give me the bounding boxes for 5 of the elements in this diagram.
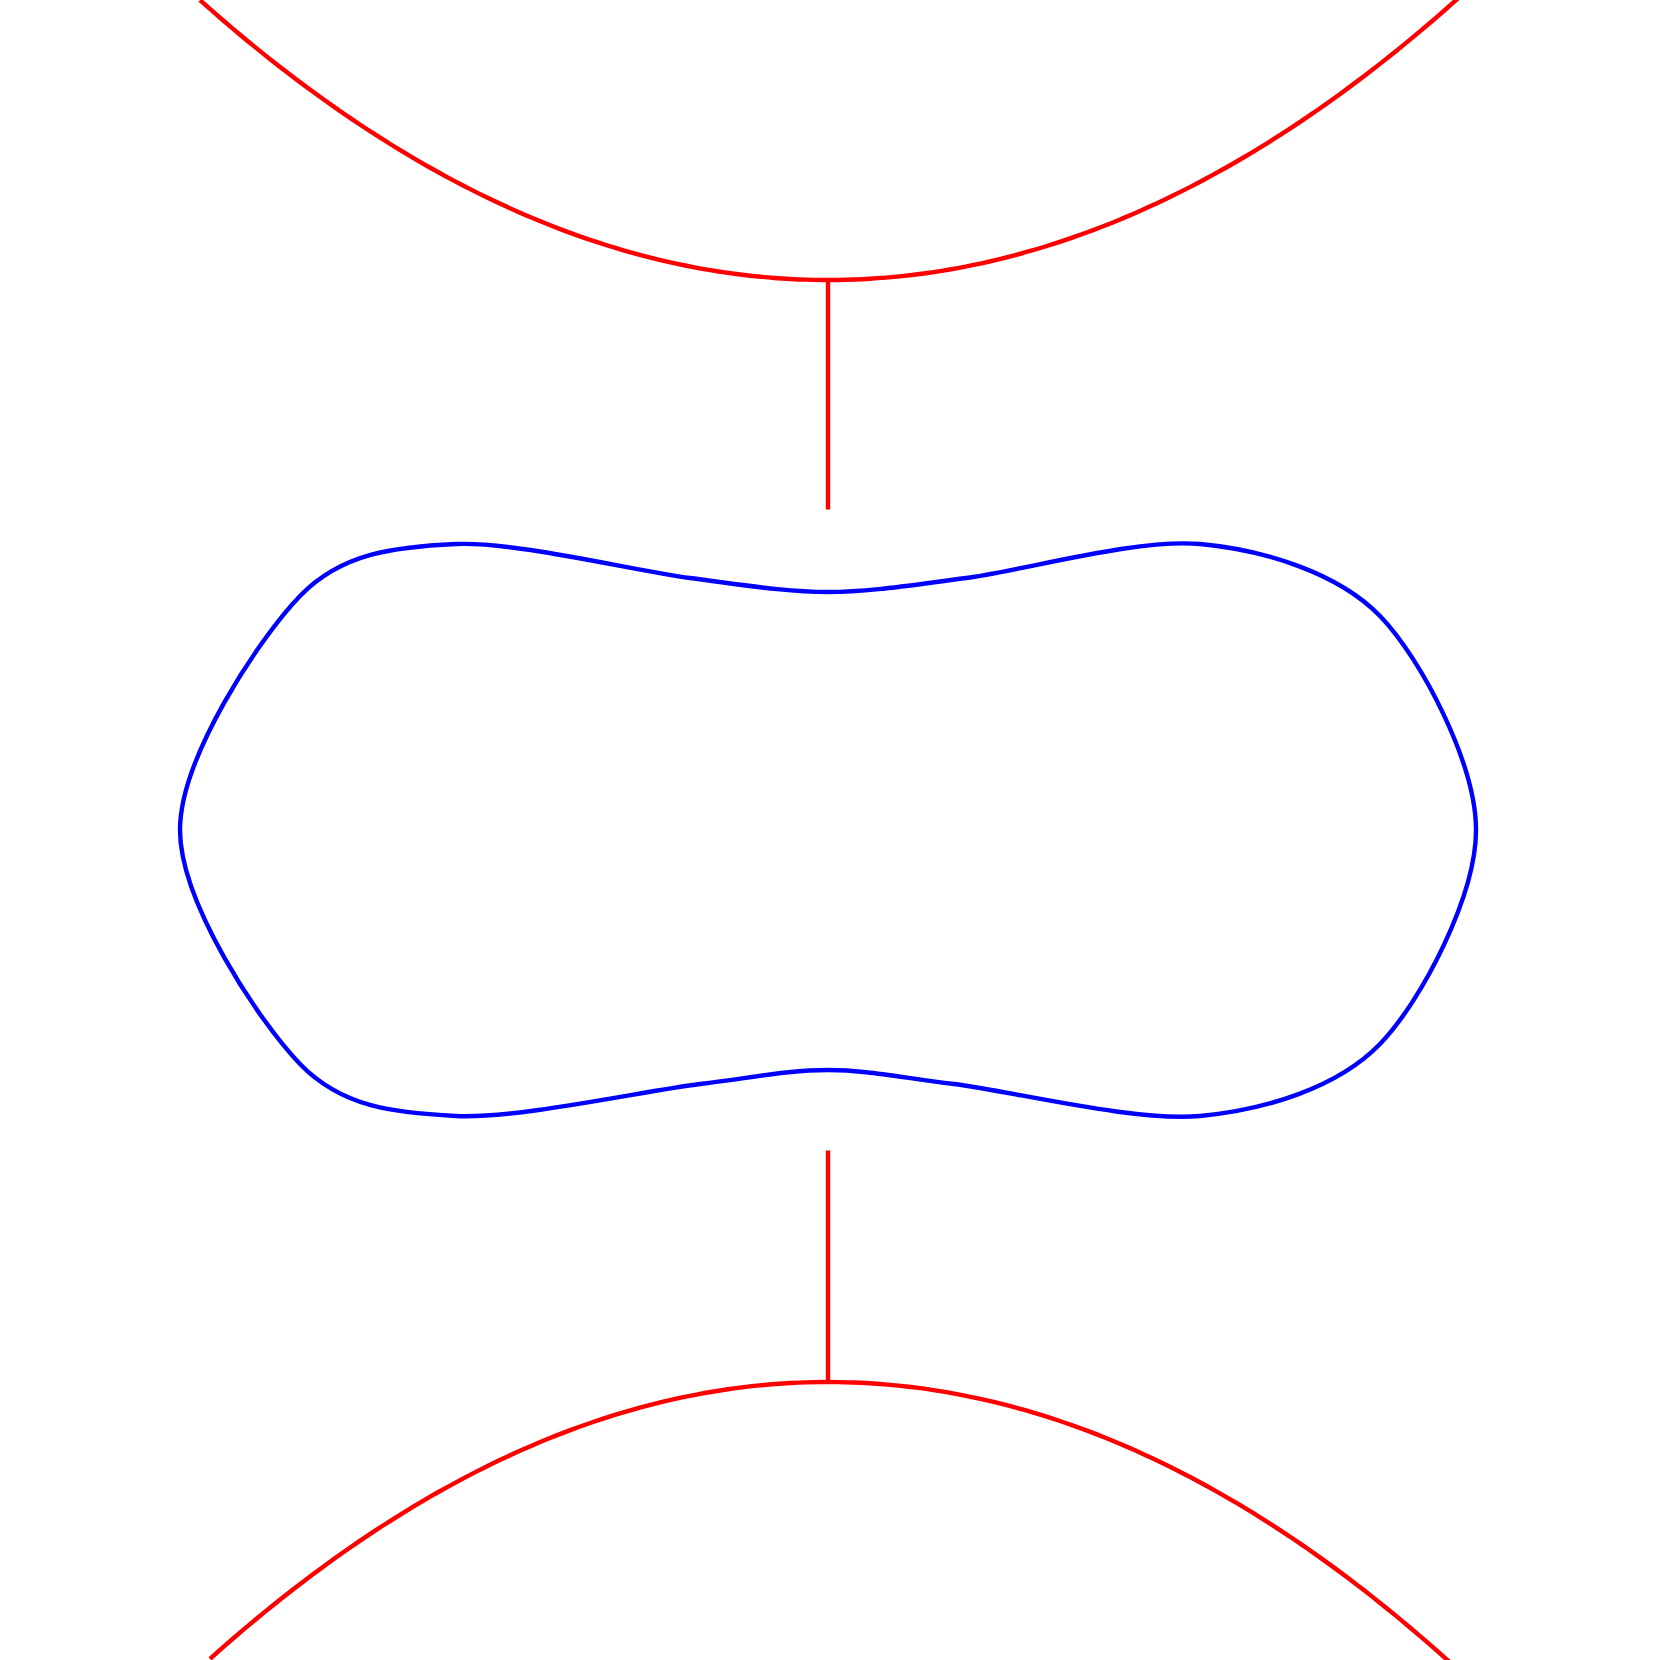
line: [825, 280, 831, 510]
peanut-curve: [177, 541, 1479, 1119]
curve: [208, 1379, 1452, 1660]
line: [825, 1150, 831, 1382]
curve: [198, 0, 1462, 283]
